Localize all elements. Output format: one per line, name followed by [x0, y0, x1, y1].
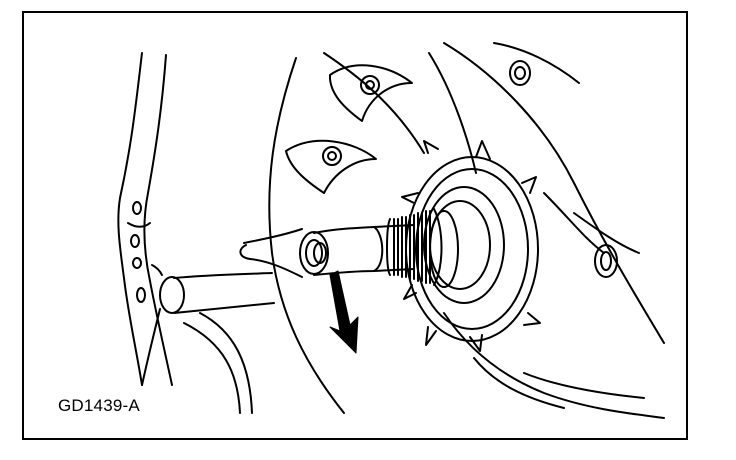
bolt-middle	[285, 139, 377, 194]
converter-housing	[268, 42, 665, 414]
housing-bracket-left	[117, 52, 173, 386]
lower-housing	[183, 312, 665, 419]
tool-rod	[141, 264, 275, 386]
callout-arrow	[329, 270, 359, 354]
input-shaft	[299, 208, 459, 288]
housing-boss-upper	[509, 60, 531, 86]
bracket-hole-4	[136, 287, 146, 303]
technical-illustration	[117, 42, 665, 419]
housing-boss-right	[594, 244, 618, 278]
bolt-upper	[328, 64, 413, 122]
tool-cone	[239, 228, 303, 278]
bracket-hole-2	[130, 234, 140, 248]
bracket-hole-3	[132, 257, 142, 269]
illustration-frame: GD1439-A	[22, 11, 688, 440]
bracket-hole-1	[132, 201, 142, 215]
figure-code-label: GD1439-A	[58, 396, 140, 415]
